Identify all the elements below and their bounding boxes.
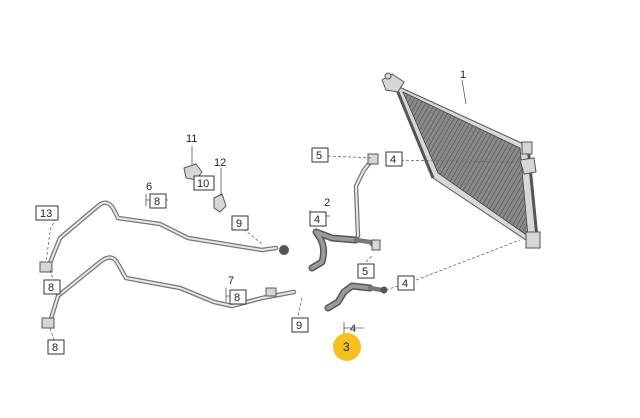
label-part-1: 1 bbox=[460, 69, 466, 81]
label-box-part-5-bottom bbox=[357, 263, 375, 279]
label-part-8-bottom: 8 bbox=[52, 342, 58, 354]
hose-2-top-fitting bbox=[367, 153, 379, 165]
label-part-8-left-middle: 8 bbox=[48, 282, 54, 294]
bracket-12 bbox=[213, 168, 227, 213]
label-box-part-9-lower bbox=[291, 317, 309, 333]
label-part-8-upper: 8 bbox=[154, 196, 160, 208]
label-part-4-top: 4 bbox=[390, 154, 396, 166]
radiator bbox=[381, 72, 541, 250]
label-part-4-right: 4 bbox=[402, 278, 408, 290]
label-part-7: 7 bbox=[228, 275, 234, 287]
label-part-2: 2 bbox=[324, 197, 330, 209]
label-part-3: 3 bbox=[343, 340, 350, 354]
label-part-6: 6 bbox=[146, 181, 152, 193]
label-part-8-lower: 8 bbox=[234, 292, 240, 304]
label-box-part-8-bottom bbox=[47, 339, 65, 355]
label-part-5-top: 5 bbox=[316, 150, 322, 162]
label-box-part-5-top bbox=[311, 147, 329, 163]
label-part-11: 11 bbox=[186, 133, 197, 145]
label-box-part-10 bbox=[193, 175, 215, 191]
clip-11 bbox=[183, 146, 203, 181]
label-part-9-upper: 9 bbox=[236, 218, 242, 230]
label-box-part-8-upper bbox=[149, 193, 167, 209]
hose-3 bbox=[324, 282, 388, 312]
pipe-7-end-fitting bbox=[41, 317, 55, 329]
pipe-6-connector bbox=[279, 245, 289, 255]
hose-3-clamp bbox=[380, 286, 388, 294]
label-part-10: 10 bbox=[197, 178, 209, 190]
pipe-6 bbox=[39, 200, 289, 273]
label-box-part-8-lower bbox=[229, 289, 247, 305]
label-box-part-8-left-middle bbox=[43, 279, 61, 295]
hose-2-bracket bbox=[371, 239, 381, 251]
highlight-marker-part-3[interactable] bbox=[333, 333, 361, 361]
label-box-part-4-middle bbox=[309, 211, 327, 227]
label-box-part-13 bbox=[35, 205, 59, 221]
pipe-7-bracket bbox=[265, 287, 277, 297]
label-part-9-lower: 9 bbox=[296, 320, 302, 332]
label-box-part-4-right bbox=[397, 275, 415, 291]
label-part-4-bottom: 4 bbox=[350, 323, 356, 335]
label-part-13: 13 bbox=[40, 208, 52, 220]
label-box-part-9-upper bbox=[231, 215, 249, 231]
label-part-12: 12 bbox=[214, 157, 226, 169]
label-part-5-bottom: 5 bbox=[362, 266, 368, 278]
pipe-7 bbox=[41, 255, 297, 329]
label-part-4-middle: 4 bbox=[314, 214, 320, 226]
label-box-part-4-top bbox=[385, 151, 403, 167]
hose-2 bbox=[308, 153, 381, 272]
